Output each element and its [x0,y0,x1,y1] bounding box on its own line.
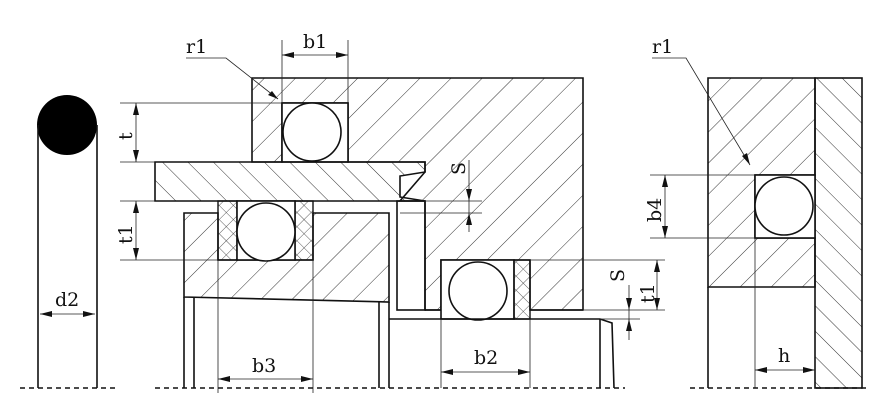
label-b3: b3 [252,355,276,377]
o-ring-middle [236,202,296,262]
label-b2: b2 [474,347,498,369]
label-b4: b4 [644,198,666,222]
label-r1-left: r1 [186,36,207,58]
o-ring-right [754,176,814,236]
o-ring-solid-circle [37,95,97,155]
o-ring-upper [282,102,342,162]
label-t: t [115,132,137,140]
static-seal-section: r1 b4 h [644,36,870,389]
rod [154,161,426,202]
label-t1-left: t1 [115,224,137,244]
label-h: h [778,345,790,367]
cover [814,77,863,389]
label-s-lower: S [607,269,629,282]
label-d2: d2 [55,289,79,311]
label-t1-right: t1 [637,283,659,303]
label-b1: b1 [303,31,327,53]
o-ring-lower [448,261,508,321]
label-s-upper: S [448,162,470,175]
o-ring-section: d2 [37,95,98,388]
label-r1-right: r1 [652,36,673,58]
assembly-section: b1 r1 t t1 S b3 b2 [115,31,665,393]
